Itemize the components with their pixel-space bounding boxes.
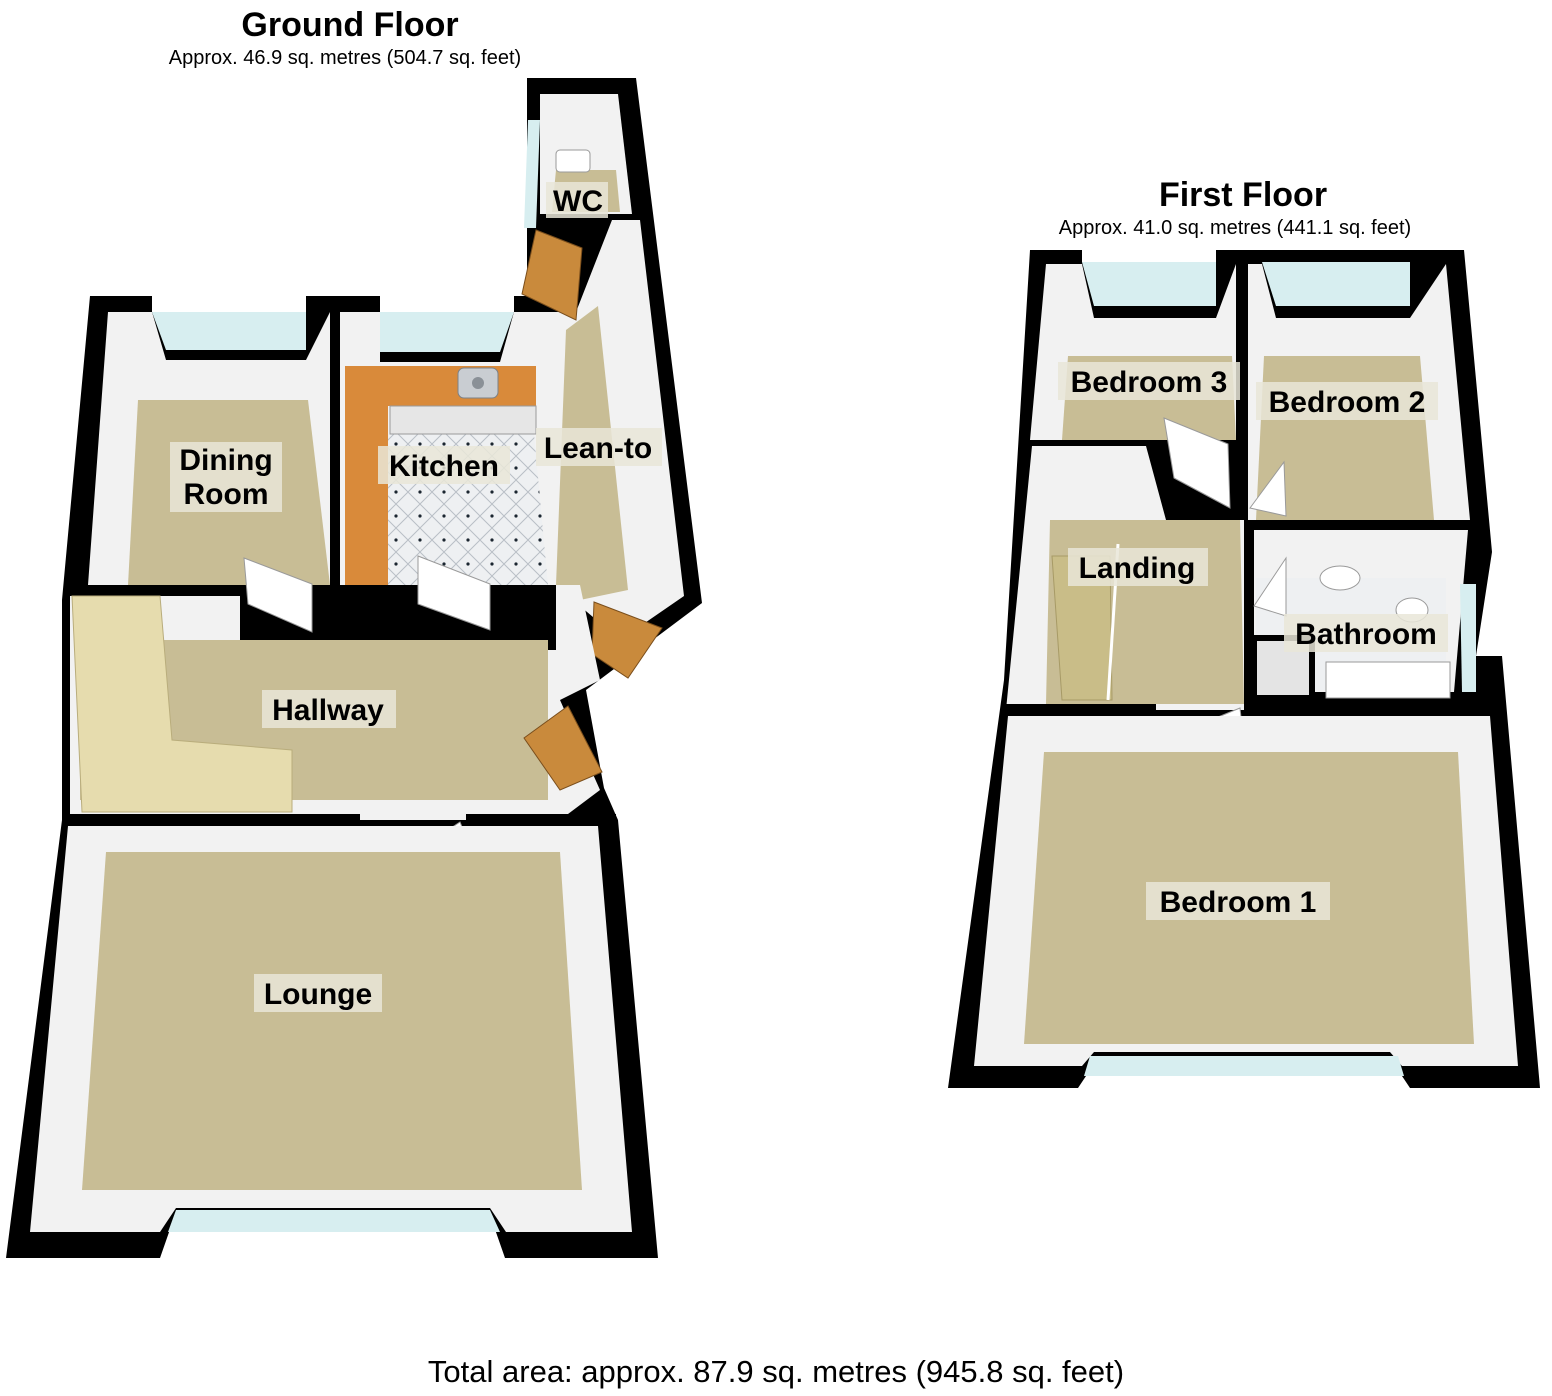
- bedroom-2-window: [1262, 262, 1410, 306]
- kitchen-door: [417, 555, 491, 631]
- dining-room-window: [152, 312, 306, 350]
- wc-label-bg: [546, 182, 608, 218]
- bedroom-3-label-bg: [1058, 362, 1240, 400]
- lean-to-label-bg: [536, 428, 662, 466]
- landing-bedroom-1-wall-right: [1246, 704, 1502, 716]
- bedroom-3-window: [1082, 262, 1216, 306]
- dining-room-door: [243, 557, 313, 633]
- lounge-window: [168, 1210, 500, 1232]
- bathroom-door: [1253, 556, 1287, 617]
- landing-label: Landing: [1079, 552, 1196, 585]
- bedroom-1-window: [1084, 1056, 1404, 1076]
- ground-floor-area: Approx. 46.9 sq. metres (504.7 sq. feet): [168, 47, 522, 69]
- bedroom-1-label-bg: [1146, 882, 1330, 920]
- wc-label: WC: [553, 185, 603, 218]
- hallway-label: Hallway: [272, 694, 384, 727]
- wc-toilet: [555, 149, 591, 173]
- bathroom-window: [1460, 584, 1476, 692]
- kitchen-sink-drain: [472, 377, 484, 389]
- kitchen-label: Kitchen: [389, 450, 499, 483]
- bathroom-label-bg: [1284, 614, 1448, 652]
- bathroom-label: Bathroom: [1295, 618, 1437, 651]
- dining-room-label-bg: [170, 442, 282, 512]
- lounge-floor: [82, 852, 582, 1190]
- bedroom-3-label: Bedroom 3: [1071, 366, 1228, 399]
- bedroom-divider-wall: [1236, 260, 1248, 520]
- bathroom-bath: [1325, 661, 1451, 699]
- lounge-label-bg: [254, 974, 382, 1012]
- kitchen-window: [380, 312, 514, 352]
- ground-floor-plan: [6, 78, 702, 1258]
- landing-bedroom-1-wall-left: [1004, 704, 1156, 716]
- first-floor-title: First Floor: [1158, 176, 1328, 214]
- lean-to-back-door: [591, 601, 663, 679]
- ground-floor-title: Ground Floor: [241, 6, 459, 44]
- bathroom-basin: [1319, 565, 1361, 591]
- dining-kitchen-wall: [330, 312, 340, 587]
- kitchen-cupboards: [389, 405, 537, 435]
- first-floor-plan: [948, 250, 1540, 1088]
- wc-door: [521, 229, 583, 321]
- hallway-staircase: [71, 595, 293, 813]
- bedroom-2-label-bg: [1256, 382, 1438, 420]
- lean-to-label: Lean-to: [544, 432, 652, 465]
- bedroom-2-label: Bedroom 2: [1269, 386, 1426, 419]
- dining-room-label-line-2: Room: [184, 478, 269, 511]
- first-floor-area: Approx. 41.0 sq. metres (441.1 sq. feet): [1058, 217, 1412, 239]
- landing-label-bg: [1068, 548, 1208, 586]
- wc-window: [524, 120, 540, 228]
- lounge-label: Lounge: [264, 978, 372, 1011]
- front-door: [523, 705, 603, 791]
- room-labels: Dining Room Kitchen Lean-to WC Hallway L…: [170, 182, 1448, 1012]
- bedroom-3-door: [1163, 417, 1231, 509]
- dining-room-label-line-1: Dining: [179, 444, 272, 477]
- total-area: Total area: approx. 87.9 sq. metres (945…: [427, 1354, 1125, 1389]
- hall-lounge-wall-left: [62, 814, 360, 826]
- bedroom-2-door: [1249, 460, 1287, 517]
- bedroom-1-label: Bedroom 1: [1160, 886, 1317, 919]
- hall-lounge-wall-right: [466, 814, 616, 826]
- kitchen-label-bg: [378, 446, 510, 484]
- hallway-label-bg: [262, 690, 396, 728]
